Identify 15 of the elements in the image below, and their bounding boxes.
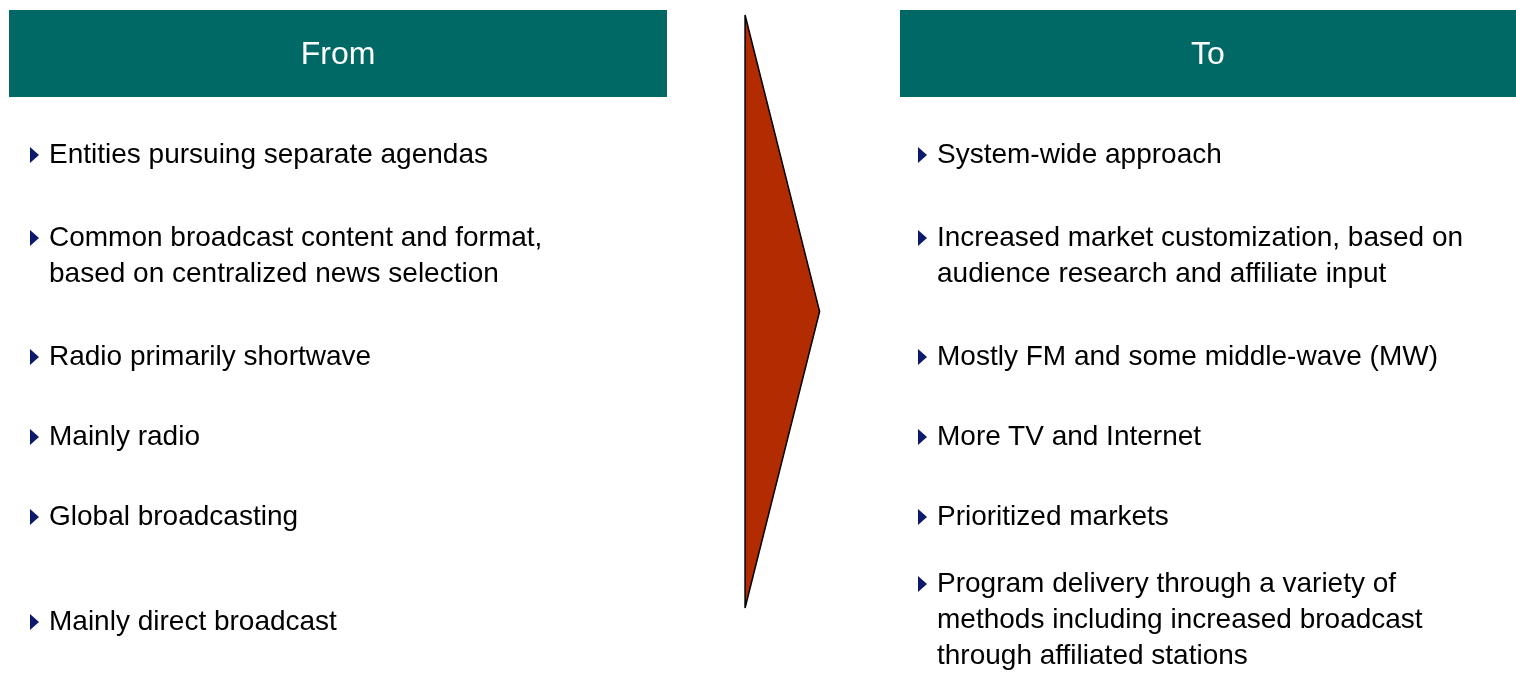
column-header: From — [9, 10, 667, 97]
chevron-arrow — [744, 14, 821, 609]
column-header: To — [900, 10, 1516, 97]
bullet-text: Mainly direct broadcast — [49, 604, 337, 638]
bullet-text: Mainly radio — [49, 419, 200, 453]
bullet-text: System-wide approach — [937, 137, 1222, 171]
bullet-text: Radio primarily shortwave — [49, 339, 372, 373]
bullet-text: Global broadcasting — [49, 499, 299, 533]
bullet-text: Common broadcast content and format, based on centralized news selection — [49, 220, 544, 290]
bullet-text: More TV and Internet — [937, 419, 1202, 453]
bullet-text: Increased market customization, based on audience research and affiliate input — [937, 220, 1465, 290]
bullet-text: Program delivery through a variety of methods including increased broadcast through affiliated stations — [937, 566, 1424, 672]
bullet-text: Entities pursuing separate agendas — [49, 137, 488, 171]
bullet-text: Mostly FM and some middle-wave (MW) — [937, 339, 1438, 373]
bullet-text: Prioritized markets — [937, 499, 1169, 533]
